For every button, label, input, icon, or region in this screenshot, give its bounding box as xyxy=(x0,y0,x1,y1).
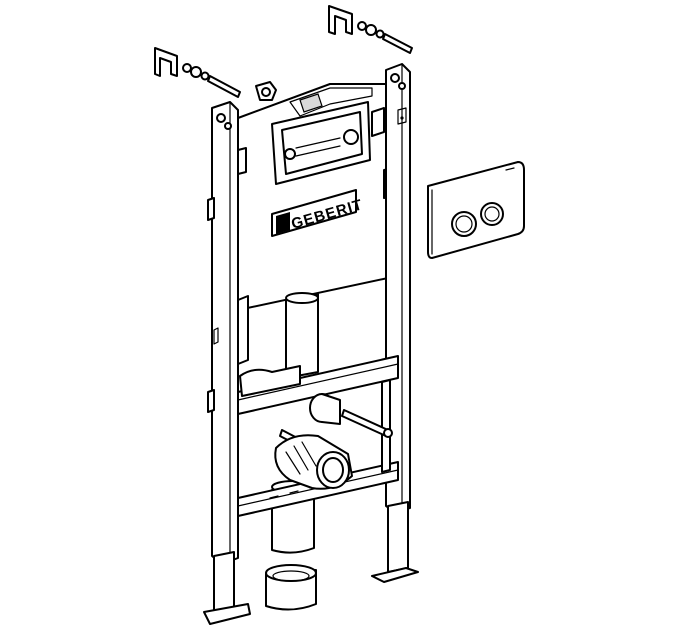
cistern: GEBERIT xyxy=(237,83,395,311)
left-wall-bracket xyxy=(154,47,241,98)
wc-connection-bend xyxy=(274,434,353,490)
left-frame-leg xyxy=(203,101,251,625)
water-valve xyxy=(255,81,277,101)
connector-sleeve xyxy=(265,564,317,611)
flush-button-small xyxy=(451,211,477,237)
flush-pipe xyxy=(271,292,319,554)
right-frame-leg xyxy=(371,63,419,583)
right-wall-bracket xyxy=(328,5,413,54)
flush-plate xyxy=(427,161,525,259)
flush-button-large xyxy=(480,202,504,226)
